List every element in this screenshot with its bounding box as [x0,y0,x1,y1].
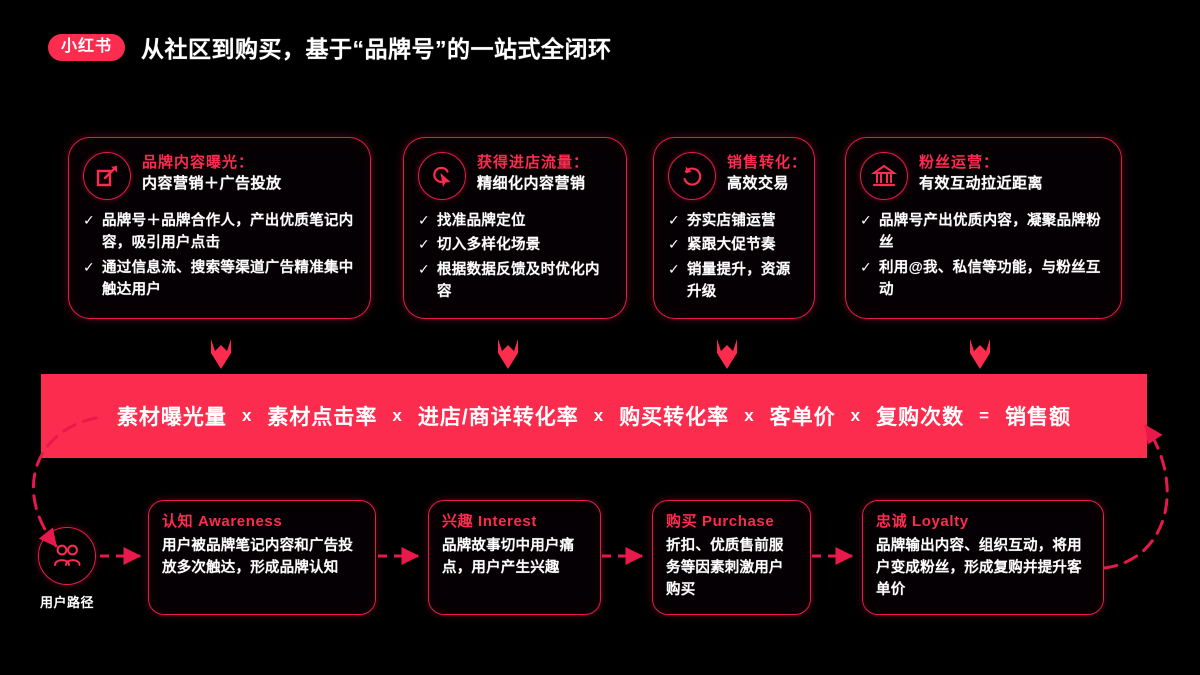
down-arrow-icon [714,337,740,371]
formula-term-store-conversion: 进店/商详转化率 [417,406,579,429]
stage-body: 用户被品牌笔记内容和广告投放多次触达，形成品牌认知 [162,537,354,576]
user-journey-label: 用户路径 [39,595,94,610]
card-title-group: 销售转化： 高效交易 [727,152,807,194]
bullet-text: 利用@我、私信等功能，与粉丝互动 [879,259,1101,299]
bullet-text: 根据数据反馈及时优化内容 [437,261,600,301]
bullet-text: 通过信息流、搜索等渠道广告精准集中触达用户 [102,259,354,299]
bullet-item: ✓ 品牌号产出优质内容，凝聚品牌粉丝 [860,210,1107,255]
bullet-item: ✓ 夯实店铺运营 [668,210,800,232]
stage-body: 品牌输出内容、组织互动，将用户变成粉丝，形成复购并提升客单价 [876,537,1082,598]
xiaohongshu-logo-badge: 小红书 [48,33,126,61]
check-icon: ✓ [83,212,95,228]
stage-title: 认知 Awareness [162,513,283,530]
formula-operator: x [241,406,253,425]
formula-operator: x [850,406,862,425]
bullet-item: ✓ 销量提升，资源升级 [668,259,800,304]
bullet-text: 销量提升，资源升级 [687,261,791,301]
bullet-text: 品牌号产出优质内容，凝聚品牌粉丝 [879,213,1101,252]
check-icon: ✓ [668,236,680,253]
top-card-sales-conversion: 销售转化： 高效交易 ✓ 夯实店铺运营 ✓ 紧跟大促节奏 ✓ 销量提升，资源升级 [653,137,815,319]
card-title-secondary: 内容营销＋广告投放 [142,175,282,193]
formula-term-aov: 客单价 [769,406,836,429]
journey-stage-loyalty: 忠诚 Loyalty 品牌输出内容、组织互动，将用户变成粉丝，形成复购并提升客单… [862,500,1104,615]
bullet-item: ✓ 利用@我、私信等功能，与粉丝互动 [860,257,1107,302]
sales-formula-bar: 素材曝光量 x 素材点击率 x 进店/商详转化率 x 购买转化率 x 客单价 x… [41,374,1147,458]
formula-operator: x [392,406,403,425]
top-card-fan-operations: 粉丝运营： 有效互动拉近距离 ✓ 品牌号产出优质内容，凝聚品牌粉丝 ✓ 利用@我… [845,137,1122,319]
formula-term-exposure: 素材曝光量 [116,406,227,429]
bullet-item: ✓ 找准品牌定位 [418,210,612,232]
bank-building-icon [860,152,908,200]
card-title-primary: 粉丝运营： [919,154,1000,171]
check-icon: ✓ [668,260,680,277]
check-icon: ✓ [83,258,95,275]
bullet-text: 紧跟大促节奏 [687,237,776,254]
card-bullet-list: ✓ 品牌号产出优质内容，凝聚品牌粉丝 ✓ 利用@我、私信等功能，与粉丝互动 [860,210,1107,302]
check-icon: ✓ [418,212,430,228]
target-cursor-icon [418,152,466,200]
card-title-group: 获得进店流量： 精细化内容营销 [477,152,589,194]
down-arrow-icon [495,337,521,371]
card-title-primary: 获得进店流量： [477,154,590,171]
top-card-brand-exposure: 品牌内容曝光： 内容营销＋广告投放 ✓ 品牌号＋品牌合作人，产出优质笔记内容，吸… [68,137,371,319]
bullet-text: 品牌号＋品牌合作人，产出优质笔记内容，吸引用户点击 [102,213,354,252]
journey-stage-interest: 兴趣 Interest 品牌故事切中用户痛点，用户产生兴趣 [428,500,601,615]
header: 小红书 从社区到购买，基于“品牌号”的一站式全闭环 [48,30,612,64]
check-icon: ✓ [418,236,430,253]
down-arrow-icon [967,337,993,371]
card-header: 销售转化： 高效交易 [668,152,806,200]
edit-square-icon [83,152,131,200]
card-header: 获得进店流量： 精细化内容营销 [418,152,612,200]
bullet-text: 夯实店铺运营 [687,213,776,229]
card-title-group: 粉丝运营： 有效互动拉近距离 [919,152,1043,194]
card-title-primary: 品牌内容曝光： [142,154,255,171]
bullet-item: ✓ 切入多样化场景 [418,234,612,256]
stage-body: 折扣、优质售前服务等因素刺激用户购买 [666,537,784,598]
card-header: 品牌内容曝光： 内容营销＋广告投放 [83,152,356,200]
stage-title: 兴趣 Interest [442,513,537,530]
bullet-item: ✓ 通过信息流、搜索等渠道广告精准集中触达用户 [83,257,356,302]
stage-title: 购买 Purchase [666,513,775,530]
bullet-item: ✓ 紧跟大促节奏 [668,234,800,256]
check-icon: ✓ [668,212,680,228]
check-icon: ✓ [860,212,872,228]
card-title-secondary: 高效交易 [727,175,790,193]
card-title-group: 品牌内容曝光： 内容营销＋广告投放 [142,152,282,194]
bullet-text: 找准品牌定位 [437,213,526,229]
check-icon: ✓ [860,258,872,275]
page-title: 从社区到购买，基于“品牌号”的一站式全闭环 [141,36,612,62]
journey-stage-awareness: 认知 Awareness 用户被品牌笔记内容和广告投放多次触达，形成品牌认知 [148,500,376,615]
formula-operator: x [744,406,755,425]
refresh-arrow-icon [668,152,716,200]
card-title-primary: 销售转化： [727,154,808,171]
formula-term-purchase-conversion: 购买转化率 [619,406,730,429]
users-group-icon [38,527,96,585]
card-title-secondary: 有效互动拉近距离 [919,175,1044,193]
card-bullet-list: ✓ 夯实店铺运营 ✓ 紧跟大促节奏 ✓ 销量提升，资源升级 [668,210,800,304]
formula-result-sales: 销售额 [1005,406,1072,429]
formula-term-ctr: 素材点击率 [267,406,378,429]
formula-expression: 素材曝光量 x 素材点击率 x 进店/商详转化率 x 购买转化率 x 客单价 x… [117,401,1071,431]
formula-term-repurchase: 复购次数 [876,406,965,429]
stage-title: 忠诚 Loyalty [876,513,969,530]
bullet-item: ✓ 根据数据反馈及时优化内容 [418,259,612,304]
formula-operator: x [593,406,605,425]
card-header: 粉丝运营： 有效互动拉近距离 [860,152,1107,200]
bullet-item: ✓ 品牌号＋品牌合作人，产出优质笔记内容，吸引用户点击 [83,210,356,255]
top-card-store-traffic: 获得进店流量： 精细化内容营销 ✓ 找准品牌定位 ✓ 切入多样化场景 ✓ 根据数… [403,137,627,319]
journey-stage-purchase: 购买 Purchase 折扣、优质售前服务等因素刺激用户购买 [652,500,811,615]
bullet-text: 切入多样化场景 [437,237,541,254]
card-title-secondary: 精细化内容营销 [477,175,586,193]
check-icon: ✓ [418,260,430,277]
card-bullet-list: ✓ 品牌号＋品牌合作人，产出优质笔记内容，吸引用户点击 ✓ 通过信息流、搜索等渠… [83,210,356,302]
stage-body: 品牌故事切中用户痛点，用户产生兴趣 [442,537,575,576]
card-bullet-list: ✓ 找准品牌定位 ✓ 切入多样化场景 ✓ 根据数据反馈及时优化内容 [418,210,612,304]
down-arrow-icon [208,337,234,371]
formula-equals-sign: = [979,406,991,425]
